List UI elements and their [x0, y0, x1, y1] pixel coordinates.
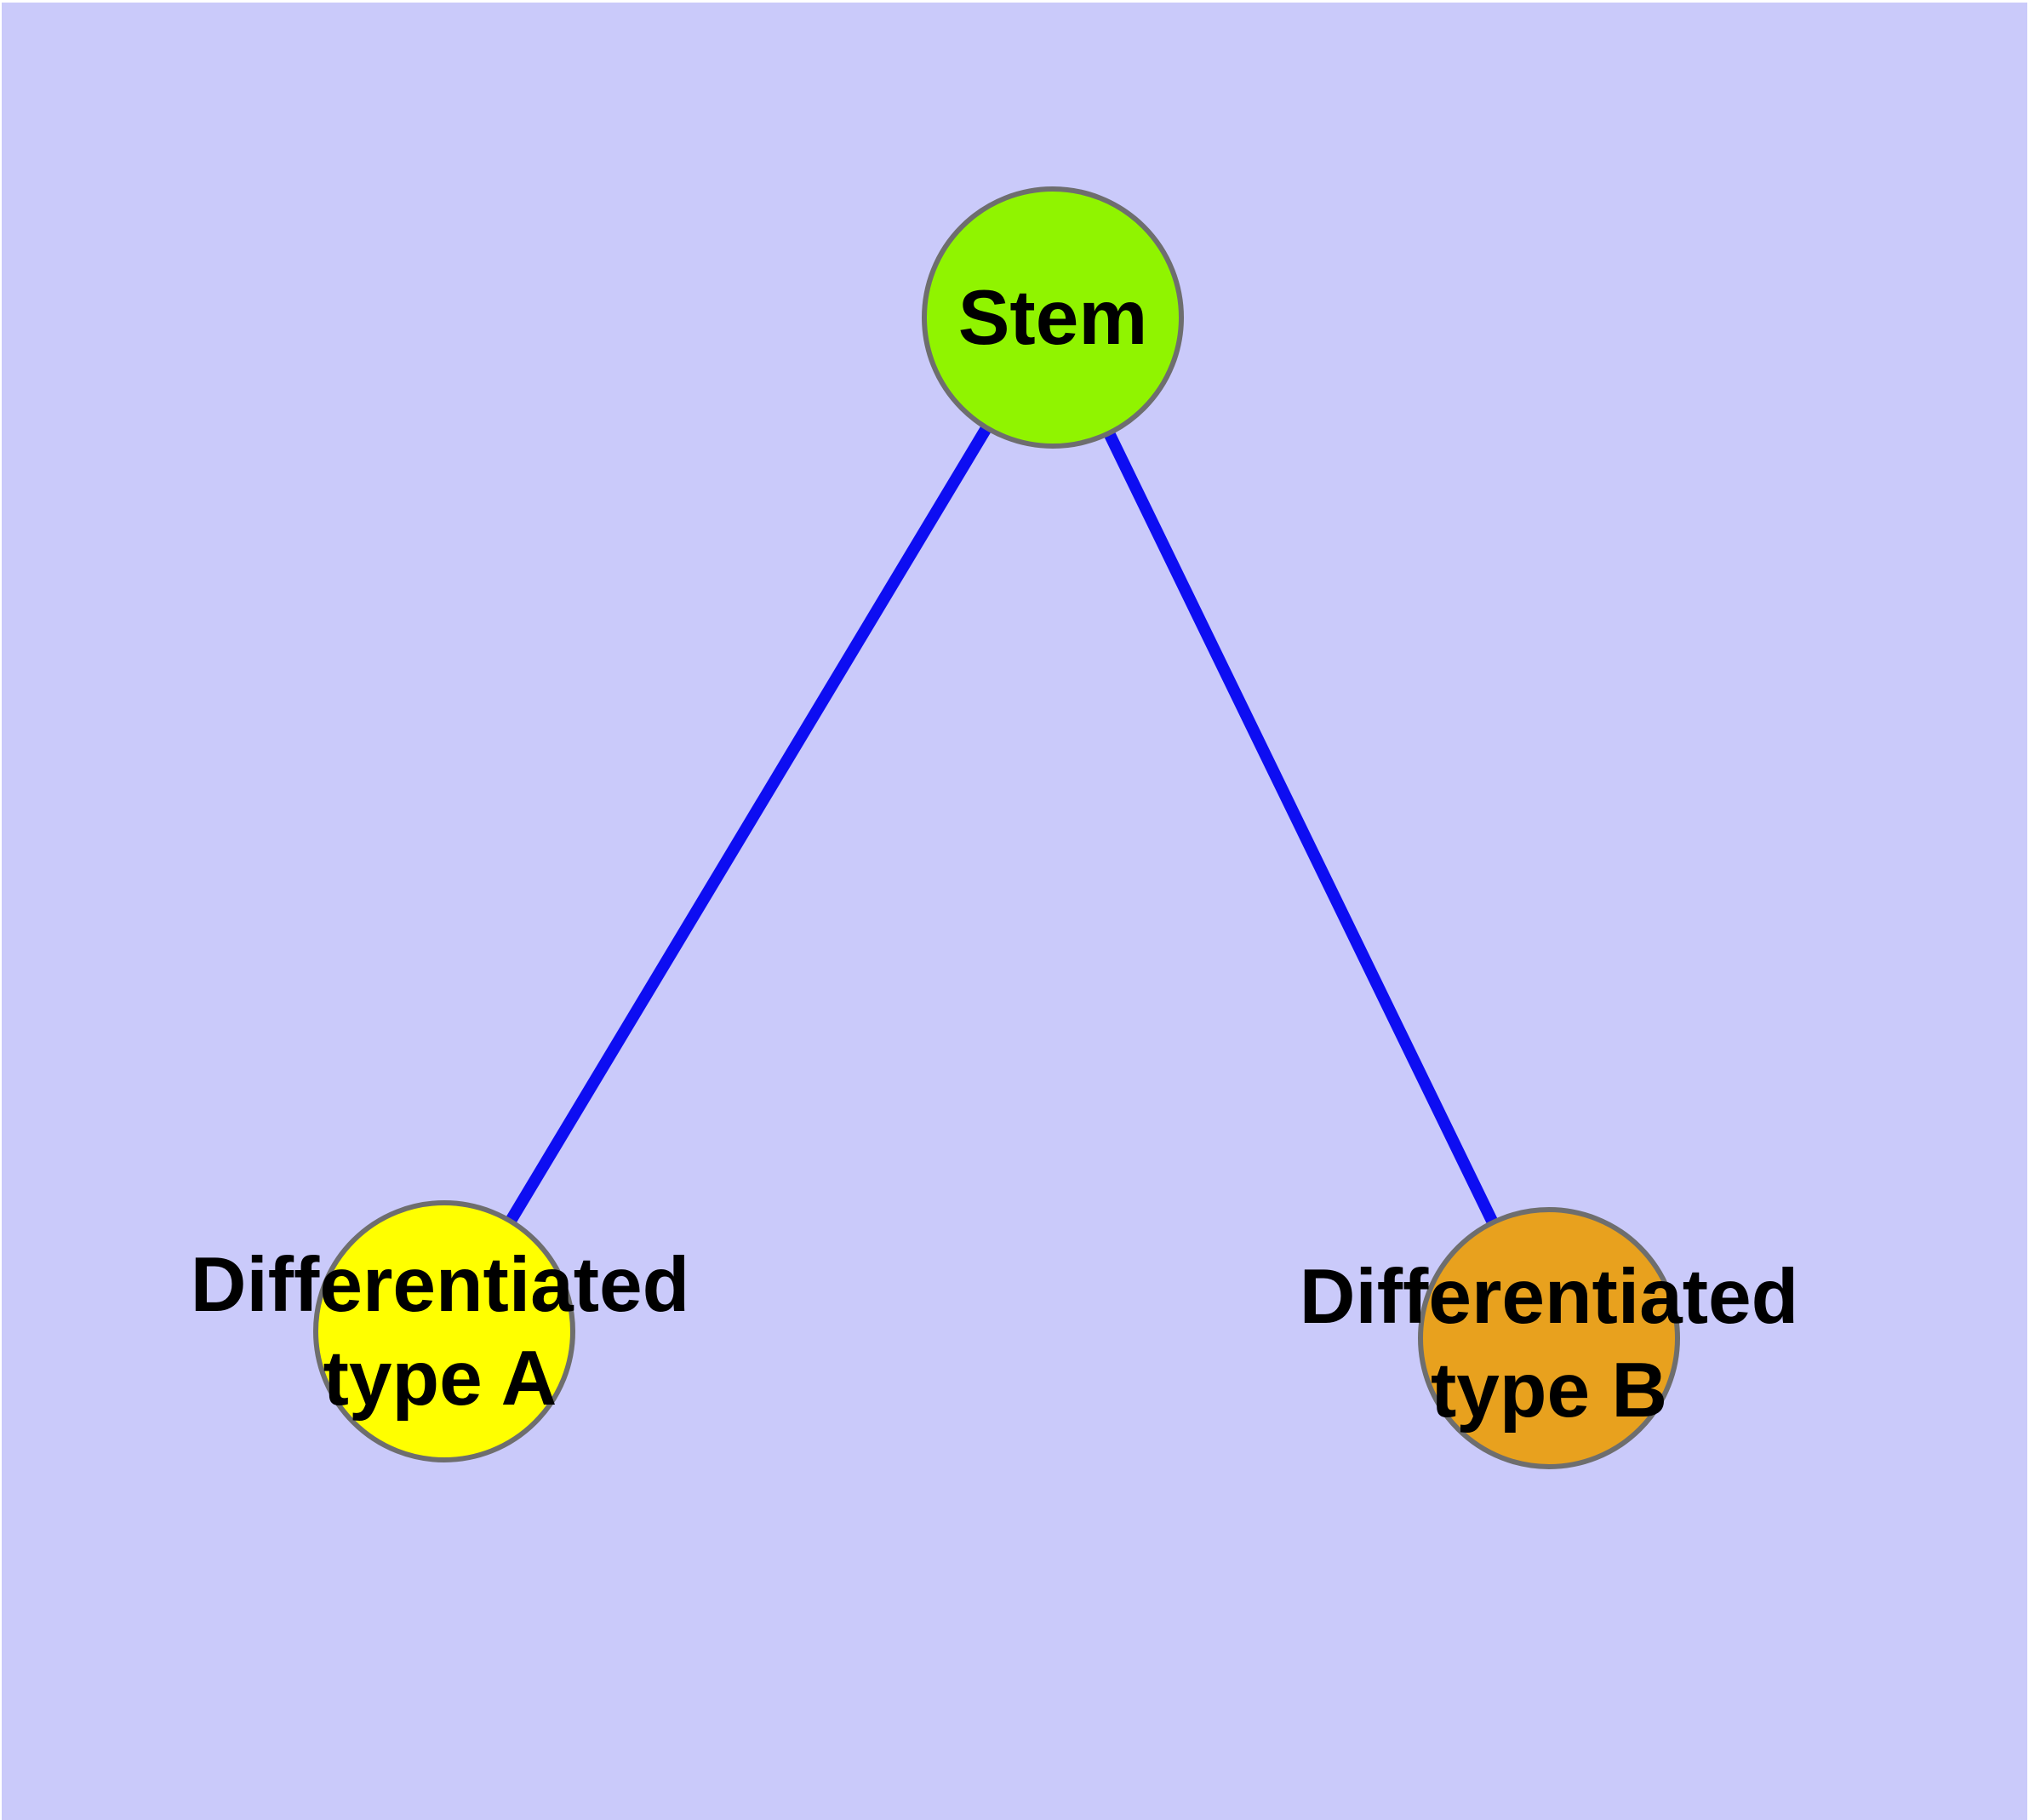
edge-stem-to-type-a	[438, 314, 1059, 1335]
graph-svg	[2, 3, 2027, 1820]
node-stem-circle	[922, 186, 1184, 449]
diagram-canvas: Stem Differentiated type A Differentiate…	[2, 3, 2027, 1820]
node-type-a-circle	[313, 1200, 575, 1462]
edge-stem-to-type-b	[1047, 314, 1555, 1342]
node-type-b-circle	[1418, 1207, 1680, 1469]
